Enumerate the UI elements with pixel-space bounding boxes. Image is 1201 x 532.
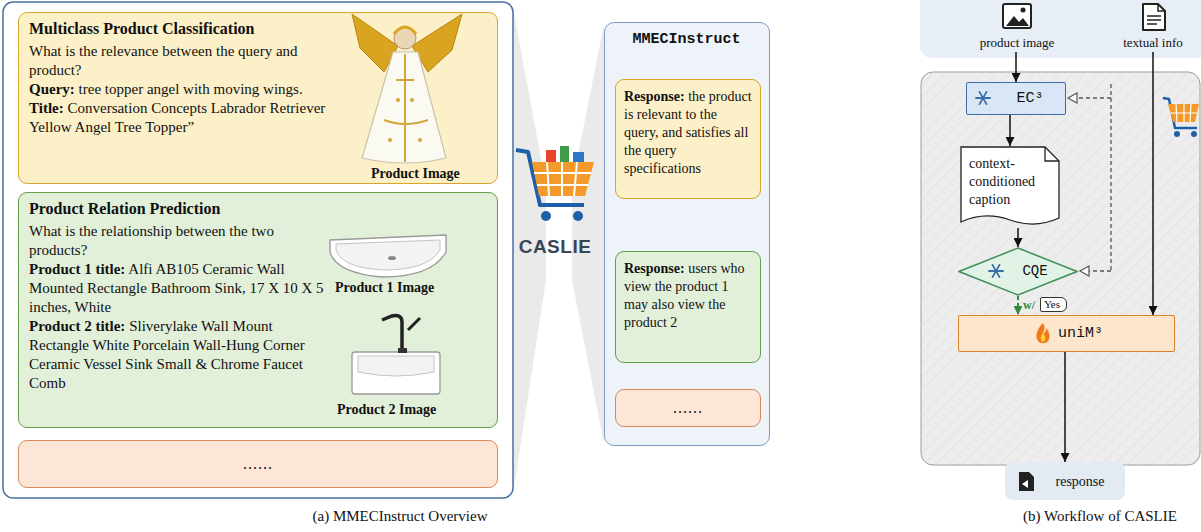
- node-text: What is the relevance between the query …: [29, 42, 341, 80]
- node-text: MMECInstruct: [605, 31, 768, 49]
- sink-faucet-image-part: [352, 352, 440, 394]
- node-text: product image: [980, 35, 1055, 50]
- flow-arrow: [1009, 115, 1011, 146]
- input-band: [920, 0, 1201, 58]
- node-text: Product 1 title: Alfi AB105 Ceramic Wall…: [29, 260, 329, 317]
- workflow-panel-part: [921, 72, 1200, 465]
- node-text: EC³: [1016, 90, 1043, 108]
- document-icon-part: [1147, 4, 1165, 24]
- angel-image-part: [394, 27, 416, 49]
- more-box: ......: [18, 440, 498, 488]
- cart-logo-part: [532, 162, 594, 196]
- node-text: What is the relationship between the two…: [29, 222, 329, 260]
- angel-image-part: [396, 98, 400, 102]
- image-icon: [1003, 4, 1031, 28]
- node-text: textual info: [1123, 35, 1183, 50]
- small-cart-icon-part: [1191, 131, 1197, 137]
- small-cart-icon-part: [1168, 104, 1199, 122]
- cart-logo-part: [534, 162, 591, 196]
- cart-logo: [516, 146, 594, 221]
- node-text: context-conditioned caption: [969, 155, 1051, 209]
- outline-path: [961, 147, 1059, 224]
- task-heading: Product Relation Prediction: [29, 199, 329, 219]
- small-cart-icon-part: [1163, 98, 1197, 128]
- flow-arrow: [1015, 52, 1017, 82]
- subfigure-caption: (b) Workflow of CASLIE: [1023, 507, 1177, 525]
- node-text: Title: Conversation Concepts Labrador Re…: [29, 99, 341, 137]
- flow-arrow: [1017, 228, 1019, 247]
- model-box: uniM³: [958, 315, 1175, 352]
- overview-panel: [3, 2, 513, 498]
- cart-logo-part: [546, 150, 556, 162]
- knowledge-dashed-line-part: [1080, 266, 1089, 276]
- response-box: Response: users who view the product 1 m…: [615, 251, 761, 363]
- image-icon-part: [1006, 16, 1029, 26]
- sink-image-part: [336, 240, 440, 270]
- knowledge-dashed-line-part: [1077, 84, 1111, 271]
- node-text: Query: tree topper angel with moving win…: [29, 80, 341, 99]
- fan-wedge-part: [572, 24, 604, 444]
- angel-image-part: [388, 138, 392, 142]
- flame-icon-part: [1041, 333, 1046, 342]
- cart-logo-part: [573, 152, 584, 162]
- subfigure-caption: (a) MMECInstruct Overview: [313, 507, 488, 525]
- outline-path: [959, 248, 1077, 295]
- small-cart-icon: [1163, 98, 1199, 137]
- image-label: Product 2 Image: [337, 401, 436, 418]
- sink-image-part: [388, 256, 396, 260]
- response-icon-part: [1022, 480, 1028, 488]
- angel-image-part: [410, 98, 414, 102]
- node-text: response: [1056, 473, 1105, 490]
- image-label: Product Image: [371, 165, 460, 182]
- logo-text: CASLIE: [519, 236, 592, 258]
- fan-wedge: [513, 8, 604, 494]
- workflow-panel-part: [921, 72, 1200, 465]
- node-text: Product 2 title: Sliverylake Wall Mount …: [29, 317, 329, 393]
- response-box: Response: the product is relevant to the…: [615, 79, 761, 199]
- cart-logo-part: [560, 146, 569, 162]
- angel-image-part: [418, 138, 422, 142]
- knowledge-dashed-line: [1068, 84, 1111, 276]
- diamond-outline: [958, 247, 1078, 296]
- node-text: CQE: [1022, 263, 1047, 280]
- image-icon-part: [1003, 4, 1031, 28]
- task-heading: Multiclass Product Classification: [29, 19, 341, 39]
- cart-logo-part: [541, 211, 551, 221]
- sink-faucet-image-part: [358, 356, 434, 376]
- decision-diamond: CQE: [958, 247, 1078, 296]
- cart-logo-part: [573, 211, 583, 221]
- more-box: ......: [615, 389, 761, 427]
- document-icon: [1143, 4, 1165, 30]
- flow-arrow: [1152, 52, 1154, 315]
- response-icon: [1019, 472, 1034, 491]
- node-text: Response: users who view the product 1 m…: [624, 260, 752, 332]
- angel-image-part: [384, 54, 428, 162]
- edge-label: w/: [1022, 298, 1036, 312]
- document-icon-part: [1143, 4, 1165, 30]
- flow-arrow: [1017, 296, 1019, 315]
- node-text: Response: the product is relevant to the…: [624, 88, 752, 178]
- knowledge-dashed-line-part: [1068, 93, 1077, 103]
- flow-arrow: [1064, 352, 1066, 462]
- small-cart-icon-part: [1174, 131, 1180, 137]
- workflow-panel: [921, 72, 1200, 465]
- document-shape: context-conditioned caption: [960, 146, 1060, 228]
- condition-tag: Yes: [1040, 297, 1067, 312]
- sink-faucet-image-part: [398, 348, 407, 353]
- node-text: ......: [243, 455, 273, 473]
- node-text: ......: [673, 399, 703, 417]
- image-icon-part: [1021, 8, 1026, 13]
- fold-line: [1045, 147, 1059, 161]
- image-label: Product 1 Image: [335, 279, 434, 296]
- node-text: uniM³: [1058, 325, 1103, 343]
- small-cart-icon-part: [1170, 104, 1197, 122]
- response-icon-part: [1019, 472, 1034, 491]
- dataset-panel: MMECInstructResponse: the product is rel…: [604, 22, 770, 446]
